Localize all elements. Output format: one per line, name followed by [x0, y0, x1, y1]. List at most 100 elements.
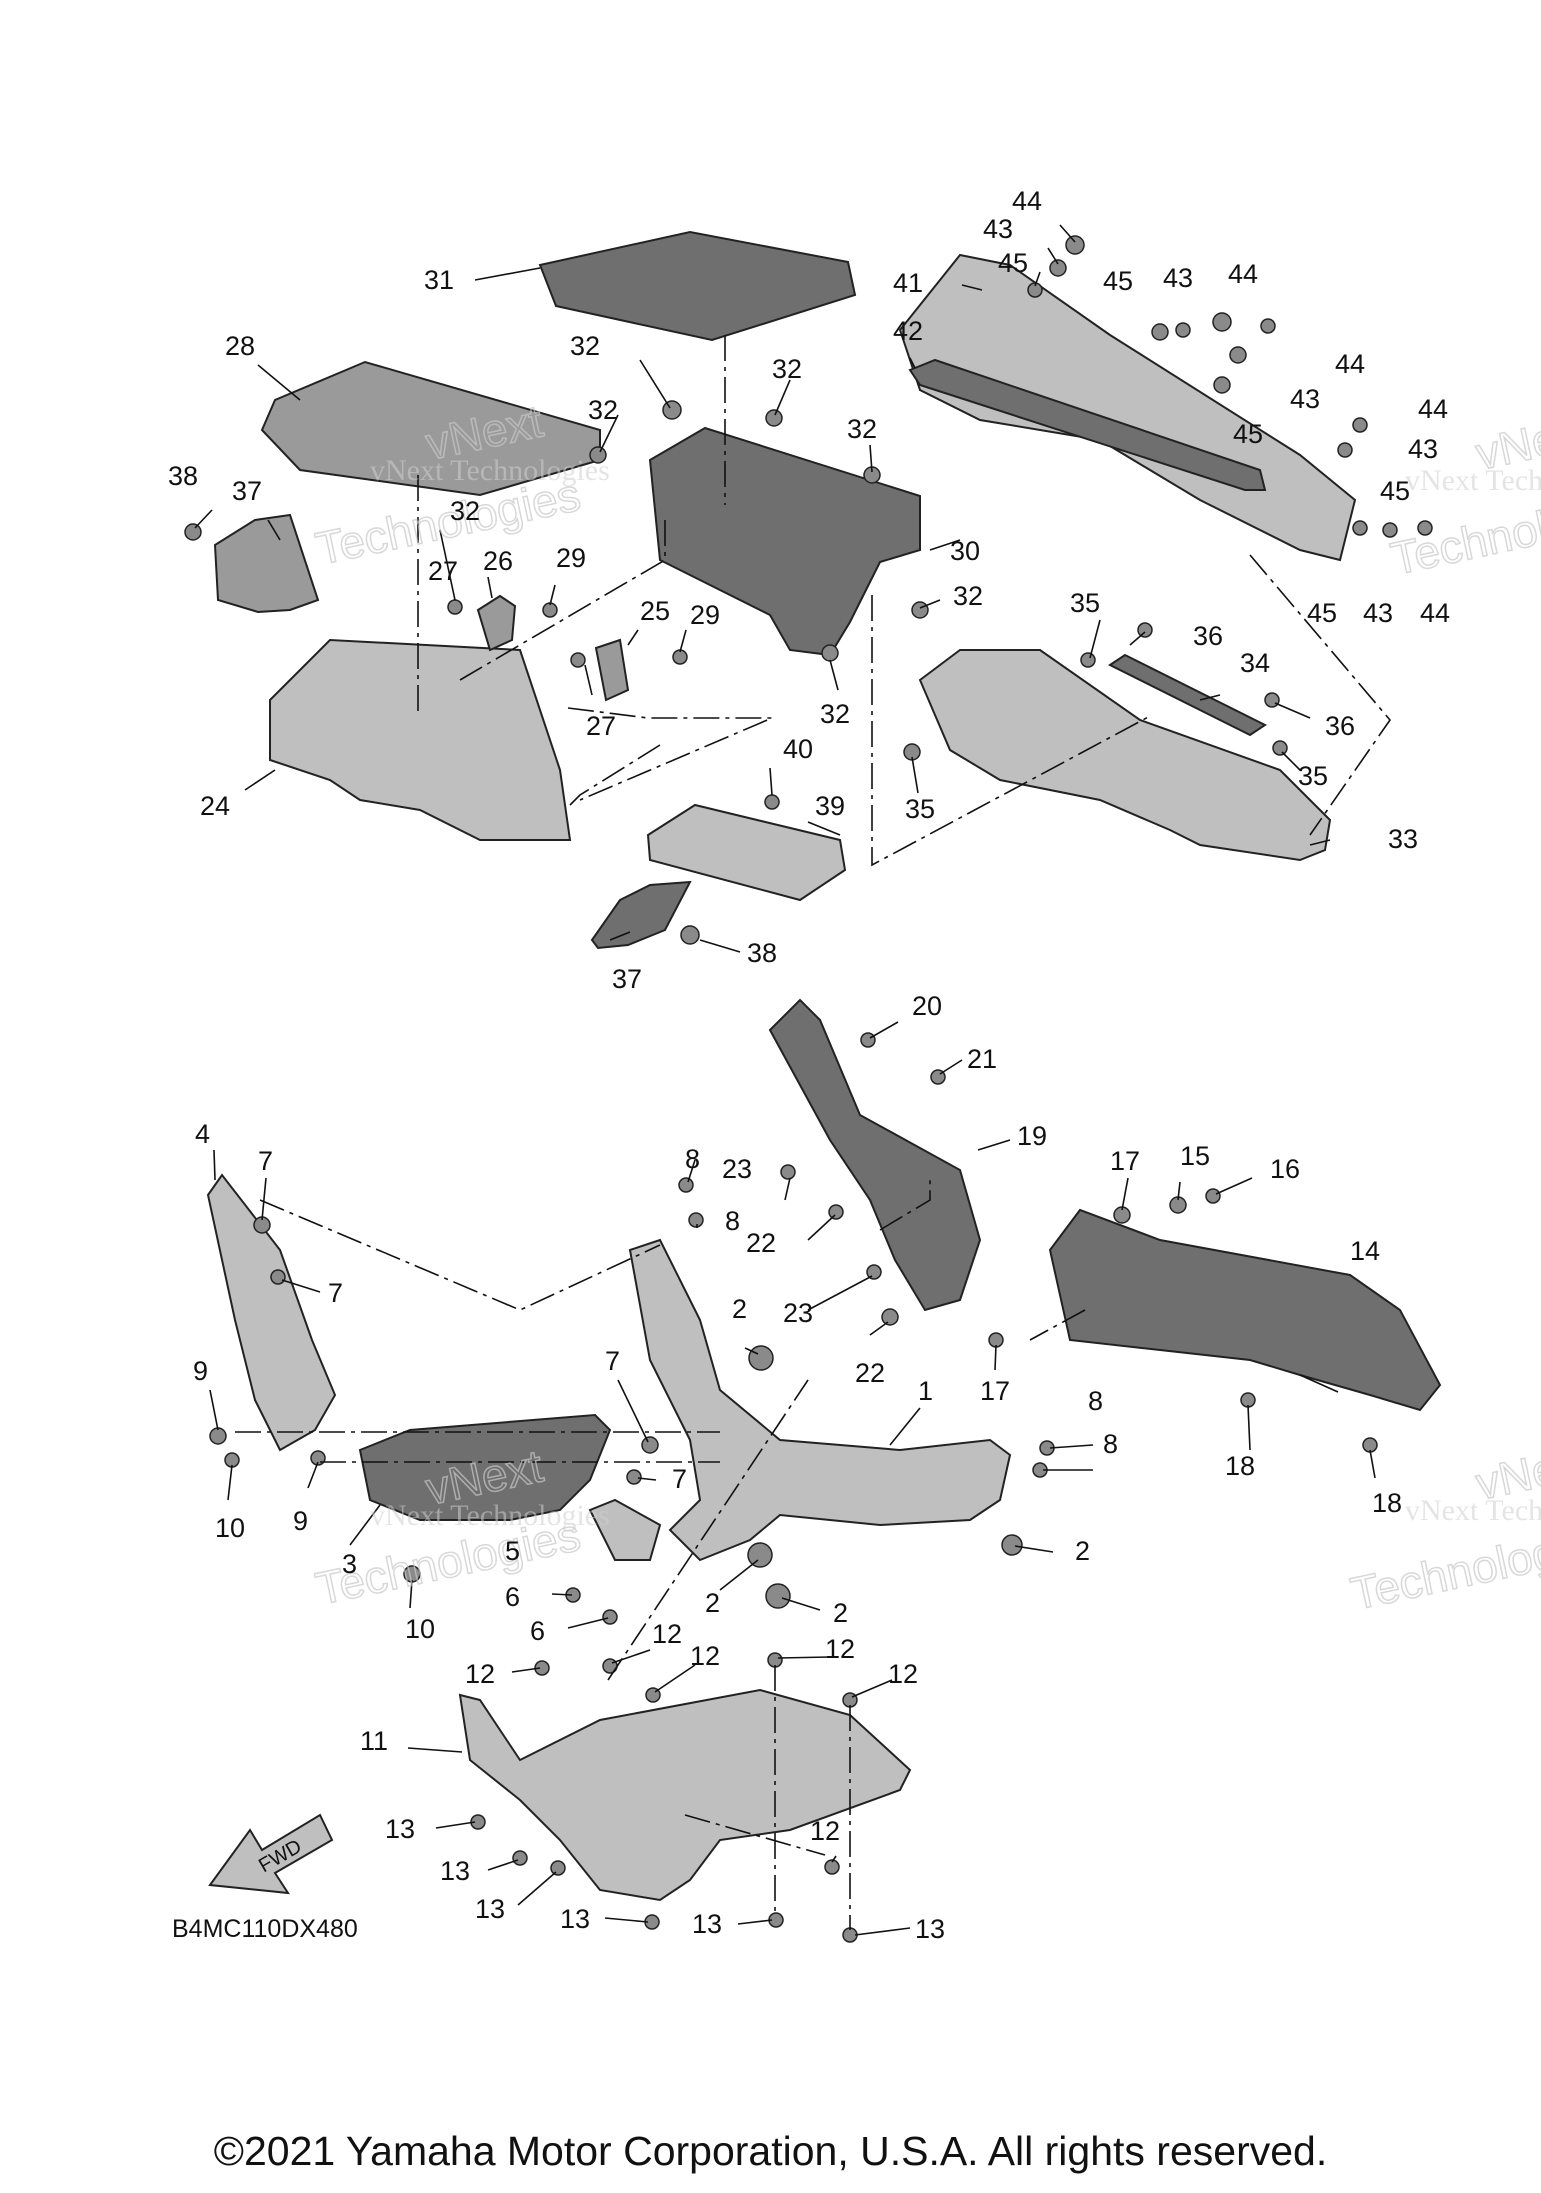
callout-38: 38 [168, 461, 198, 491]
callout-44: 44 [1012, 186, 1042, 216]
callout-37: 37 [232, 476, 262, 506]
part-41-rear-panel [898, 253, 1357, 562]
callout-13: 13 [475, 1894, 505, 1924]
callout-45: 45 [1233, 419, 1263, 449]
part-25-bracket [594, 638, 630, 702]
callout-35: 35 [1070, 588, 1100, 618]
svg-text:vNext Technologies: vNext Technologies [370, 454, 610, 487]
callout-31: 31 [424, 265, 454, 295]
callout-8: 8 [685, 1144, 700, 1174]
callout-41: 41 [893, 268, 923, 298]
callout-13: 13 [915, 1914, 945, 1944]
part-26-bracket [476, 594, 517, 652]
callout-43: 43 [1363, 598, 1393, 628]
callout-12: 12 [810, 1816, 840, 1846]
callout-5: 5 [505, 1536, 520, 1566]
callout-14: 14 [1350, 1236, 1380, 1266]
callout-25: 25 [640, 596, 670, 626]
callout-40: 40 [783, 734, 813, 764]
part-28-panel [260, 360, 601, 497]
callout-7: 7 [258, 1146, 273, 1176]
callout-45: 45 [1307, 598, 1337, 628]
callout-numbers: 44 43 45 41 45 43 44 42 44 43 44 45 43 4… [168, 186, 1450, 1944]
callout-45: 45 [1103, 266, 1133, 296]
callout-45: 45 [1380, 476, 1410, 506]
callout-32: 32 [953, 581, 983, 611]
callout-8: 8 [725, 1206, 740, 1236]
callout-39: 39 [815, 791, 845, 821]
callout-32: 32 [570, 331, 600, 361]
callout-37: 37 [612, 964, 642, 994]
part-39-heat-shield [646, 803, 847, 902]
svg-text:vNext Technologies: vNext Technologies [370, 1499, 610, 1532]
callout-33: 33 [1388, 824, 1418, 854]
part-14-rear-guard [1048, 1208, 1442, 1412]
callout-43: 43 [1290, 384, 1320, 414]
callout-13: 13 [385, 1814, 415, 1844]
callout-15: 15 [1180, 1141, 1210, 1171]
callout-43: 43 [983, 214, 1013, 244]
callout-34: 34 [1240, 648, 1270, 678]
callout-38: 38 [747, 938, 777, 968]
callout-2: 2 [833, 1598, 848, 1628]
callout-2: 2 [705, 1588, 720, 1618]
part-30-cover-plate [648, 426, 921, 657]
callout-44: 44 [1228, 259, 1258, 289]
callout-4: 4 [195, 1119, 210, 1149]
part-37-bracket-upper [213, 513, 320, 614]
callout-19: 19 [1017, 1121, 1047, 1151]
svg-text:vNext Technologies: vNext Technologies [1405, 464, 1541, 497]
callout-43: 43 [1163, 263, 1193, 293]
callout-13: 13 [560, 1904, 590, 1934]
callout-32: 32 [820, 699, 850, 729]
svg-text:vNext: vNext [1471, 404, 1541, 479]
copyright-notice: ©2021 Yamaha Motor Corporation, U.S.A. A… [213, 2128, 1328, 2174]
leader-lines [194, 224, 1376, 1936]
callout-9: 9 [293, 1506, 308, 1536]
callout-29: 29 [556, 543, 586, 573]
callout-13: 13 [440, 1856, 470, 1886]
part-31-floor-mat [538, 230, 857, 342]
callout-21: 21 [967, 1044, 997, 1074]
part-42-seal [908, 358, 1267, 491]
callout-27: 27 [428, 556, 458, 586]
svg-text:vNext Technologies: vNext Technologies [1405, 1494, 1541, 1527]
callout-29: 29 [690, 600, 720, 630]
callout-35: 35 [1298, 761, 1328, 791]
part-3-front-bumper-cover [358, 1413, 612, 1521]
callout-45: 45 [998, 248, 1028, 278]
callout-2: 2 [732, 1294, 747, 1324]
callout-8: 8 [1103, 1429, 1118, 1459]
callout-10: 10 [405, 1614, 435, 1644]
diagram-code: B4MC110DX480 [172, 1915, 358, 1943]
callout-32: 32 [450, 496, 480, 526]
callout-2: 2 [1075, 1536, 1090, 1566]
callout-6: 6 [530, 1616, 545, 1646]
callout-17: 17 [980, 1376, 1010, 1406]
callout-26: 26 [483, 546, 513, 576]
part-37-bracket-lower [590, 880, 692, 950]
callout-18: 18 [1372, 1488, 1402, 1518]
callout-9: 9 [193, 1356, 208, 1386]
callout-12: 12 [690, 1641, 720, 1671]
part-5-bracket [588, 1498, 662, 1561]
part-1-bumper-frame [628, 1238, 1012, 1562]
callout-12: 12 [465, 1659, 495, 1689]
callout-36: 36 [1325, 711, 1355, 741]
callout-7: 7 [605, 1346, 620, 1376]
callout-42: 42 [893, 316, 923, 346]
callout-13: 13 [692, 1909, 722, 1939]
callout-23: 23 [722, 1154, 752, 1184]
callout-43: 43 [1408, 434, 1438, 464]
part-33-side-panel [918, 649, 1332, 862]
part-24-front-cover [269, 638, 572, 841]
alignment-chain-lines [235, 335, 1392, 1930]
callout-24: 24 [200, 791, 230, 821]
callout-23: 23 [783, 1298, 813, 1328]
callout-35: 35 [905, 794, 935, 824]
callout-7: 7 [328, 1278, 343, 1308]
callout-17: 17 [1110, 1146, 1140, 1176]
callout-44: 44 [1418, 394, 1448, 424]
callout-8: 8 [1088, 1386, 1103, 1416]
